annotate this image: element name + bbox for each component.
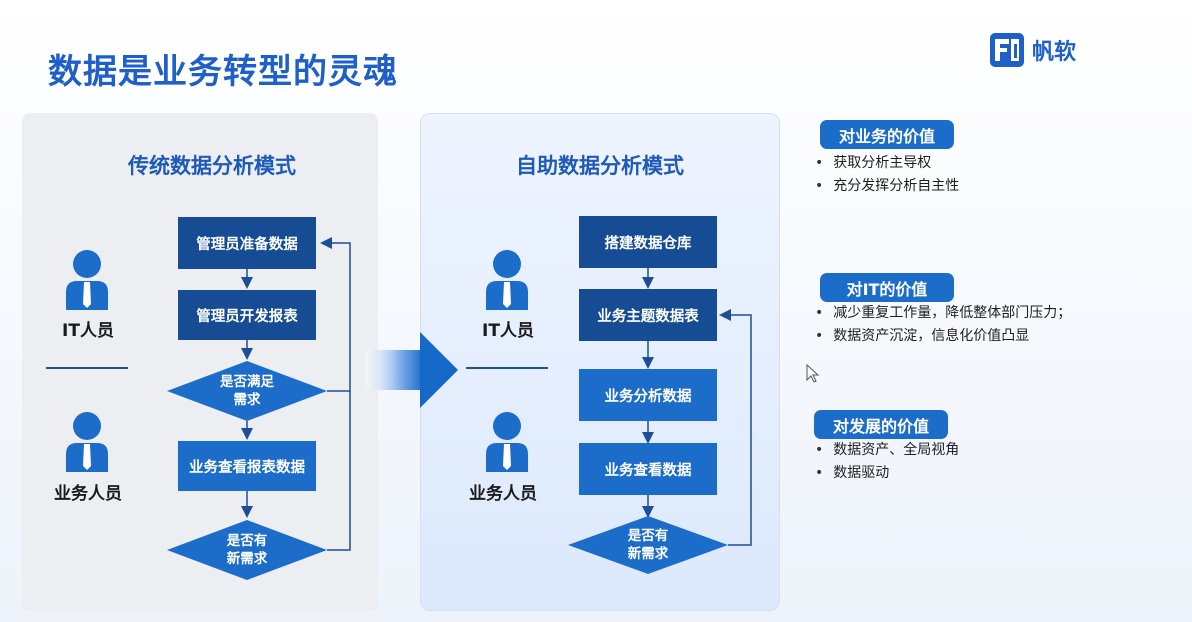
person-icon <box>66 250 108 310</box>
step-business-view: 业务查看数据 <box>579 443 717 495</box>
cursor-icon <box>806 364 820 383</box>
traditional-panel <box>22 113 378 611</box>
person-icon <box>486 412 528 472</box>
selfservice-title: 自助数据分析模式 <box>516 154 684 178</box>
decision-new-needs: 是否有 新需求 <box>187 532 307 568</box>
value-business-list: 获取分析主导权 充分发挥分析自主性 <box>815 152 1175 198</box>
selfservice-panel <box>420 113 780 611</box>
role-it-label: IT人员 <box>62 321 114 341</box>
logo-text: 帆软 <box>1032 40 1077 65</box>
decision-line: 是否有 <box>226 533 268 549</box>
step-admin-prepare-data: 管理员准备数据 <box>178 217 316 269</box>
decision-line: 是否有 <box>627 528 669 544</box>
list-item: 充分发挥分析自主性 <box>815 175 1175 198</box>
list-item: 数据资产、全局视角 <box>815 439 1175 462</box>
decision-line: 新需求 <box>226 551 268 567</box>
divider <box>466 367 548 369</box>
person-icon <box>66 412 108 472</box>
decision-line: 需求 <box>233 392 261 408</box>
step-admin-build-report: 管理员开发报表 <box>178 290 316 340</box>
page-title: 数据是业务转型的灵魂 <box>48 52 398 92</box>
decision-meets-needs: 是否满足 需求 <box>187 373 307 409</box>
list-item: 数据资产沉淀，信息化价值凸显 <box>815 325 1185 348</box>
fanruan-logo-icon <box>990 33 1024 67</box>
decision-line: 是否满足 <box>220 374 274 390</box>
value-development-list: 数据资产、全局视角 数据驱动 <box>815 439 1175 485</box>
logo: 帆软 <box>990 32 1076 68</box>
step-business-analyze: 业务分析数据 <box>579 369 717 421</box>
value-development-badge: 对发展的价值 <box>814 410 948 439</box>
divider <box>46 367 128 369</box>
step-build-warehouse: 搭建数据仓库 <box>579 216 717 268</box>
role-it-label: IT人员 <box>482 321 534 341</box>
decision-line: 新需求 <box>627 546 669 562</box>
value-it-list: 减少重复工作量，降低整体部门压力； 数据资产沉淀，信息化价值凸显 <box>815 302 1185 348</box>
role-business-label: 业务人员 <box>469 484 537 504</box>
role-business-label: 业务人员 <box>54 484 122 504</box>
list-item: 减少重复工作量，降低整体部门压力； <box>815 302 1185 325</box>
value-it-badge: 对IT的价值 <box>820 273 954 302</box>
traditional-title: 传统数据分析模式 <box>128 154 296 178</box>
decision-new-needs: 是否有 新需求 <box>588 527 708 563</box>
value-business-badge: 对业务的价值 <box>820 120 954 149</box>
step-business-view-report: 业务查看报表数据 <box>178 441 316 491</box>
person-icon <box>486 250 528 310</box>
step-business-theme-table: 业务主题数据表 <box>579 289 717 341</box>
list-item: 数据驱动 <box>815 462 1175 485</box>
list-item: 获取分析主导权 <box>815 152 1175 175</box>
